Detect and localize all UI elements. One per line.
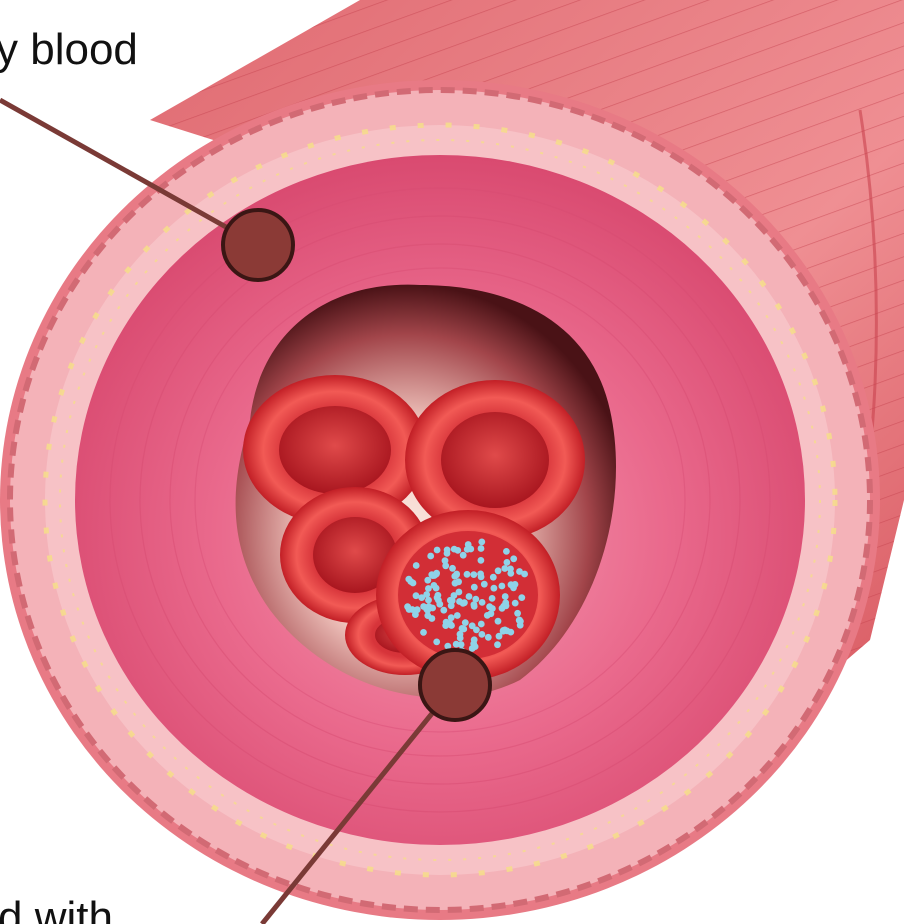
platelet-dot — [464, 571, 471, 578]
platelet-dot — [495, 618, 502, 625]
platelet-dot — [466, 593, 473, 600]
platelet-dot — [447, 620, 454, 627]
platelet-dot — [485, 634, 492, 641]
platelet-dot — [471, 584, 478, 591]
platelet-dot — [413, 592, 420, 599]
platelet-dot — [465, 541, 472, 548]
platelet-dot — [494, 641, 501, 648]
platelet-dot — [413, 562, 420, 569]
platelet-dot — [433, 585, 440, 592]
platelet-dot — [433, 639, 440, 646]
platelet-dot — [457, 635, 464, 642]
platelet-dot — [462, 619, 469, 626]
platelet-dot — [429, 615, 436, 622]
platelet-dot — [507, 570, 514, 577]
platelet-dot — [514, 610, 521, 617]
platelet-dot — [449, 597, 456, 604]
platelet-dot — [484, 612, 491, 619]
platelet-dot — [510, 555, 517, 562]
platelet-dot — [471, 636, 478, 643]
platelet-dot — [420, 629, 427, 636]
label-bottom: d with — [0, 896, 113, 924]
platelet-dot — [501, 565, 508, 572]
platelet-dot — [495, 567, 502, 574]
platelet-dot — [489, 605, 496, 612]
platelet-dot — [478, 539, 485, 546]
platelet-dot — [425, 585, 432, 592]
platelet-dot — [429, 605, 436, 612]
platelet-dot — [499, 583, 506, 590]
platelet-dot — [442, 562, 449, 569]
platelet-dot — [458, 641, 465, 648]
platelet-dot — [460, 552, 467, 559]
platelet-dot — [449, 565, 456, 572]
platelet-dot — [472, 596, 479, 603]
callout-marker-top-icon — [223, 210, 293, 280]
platelet-dot — [423, 591, 430, 598]
platelet-dot — [444, 547, 451, 554]
platelet-dot — [434, 594, 441, 601]
platelet-dot — [456, 598, 463, 605]
platelet-dot — [434, 547, 441, 554]
platelet-dot — [440, 607, 447, 614]
platelet-dot — [489, 595, 496, 602]
callout-marker-bottom-icon — [420, 650, 490, 720]
platelet-dot — [414, 606, 421, 613]
platelet-dot — [452, 580, 459, 587]
platelet-dot — [454, 612, 461, 619]
platelet-dot — [516, 568, 523, 575]
platelet-dot — [478, 621, 485, 628]
platelet-dot — [491, 585, 498, 592]
platelet-dot — [427, 553, 434, 560]
label-top: y blood — [0, 28, 138, 72]
platelet-dot — [470, 571, 477, 578]
platelet-dot — [512, 600, 519, 607]
platelet-dot — [404, 603, 411, 610]
platelet-dot — [502, 599, 509, 606]
platelet-dot — [504, 559, 511, 566]
platelet-dot — [433, 571, 440, 578]
platelet-dot — [481, 581, 488, 588]
platelet-dot — [502, 593, 509, 600]
platelet-dot — [478, 557, 485, 564]
platelet-dot — [490, 574, 497, 581]
platelet-dot — [479, 631, 486, 638]
platelet-dot — [453, 571, 460, 578]
platelet-dot — [405, 576, 412, 583]
platelet-dot — [512, 581, 519, 588]
platelet-dot — [507, 629, 514, 636]
platelet-dot — [516, 617, 523, 624]
platelet-dot — [503, 548, 510, 555]
platelet-dot — [478, 545, 485, 552]
platelet-dot — [500, 627, 507, 634]
platelet-dot — [420, 603, 427, 610]
platelet-dot — [518, 594, 525, 601]
platelet-dot — [479, 599, 486, 606]
platelet-dot — [469, 622, 476, 629]
platelet-dot — [448, 614, 455, 621]
platelet-dot — [459, 625, 466, 632]
platelet-dot — [454, 547, 461, 554]
platelet-dot — [477, 571, 484, 578]
